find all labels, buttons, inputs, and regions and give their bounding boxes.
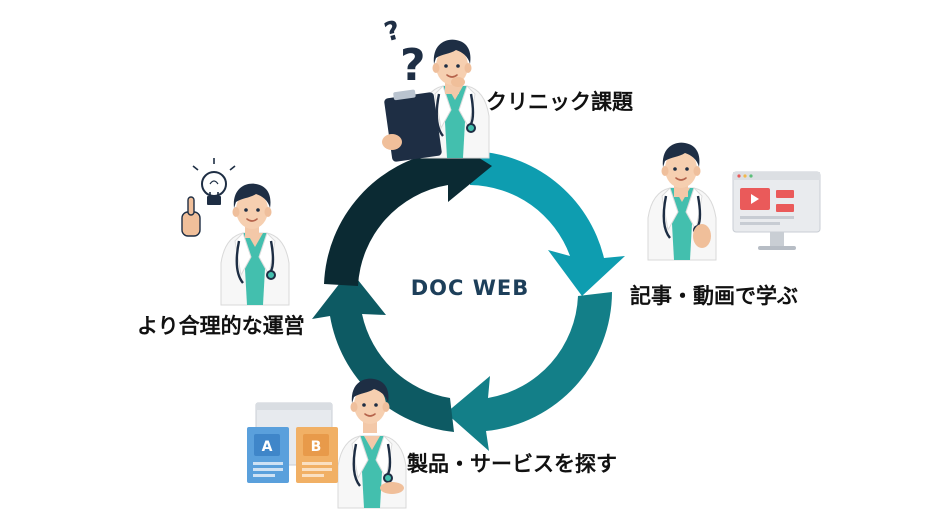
lightbulb-icon bbox=[192, 158, 236, 205]
step-label-learn-articles-videos: 記事・動画で学ぶ bbox=[630, 284, 798, 308]
question-marks: ? ? bbox=[381, 15, 425, 91]
question-mark-small: ? bbox=[381, 15, 403, 48]
doctor-idea-illustration bbox=[219, 182, 291, 307]
raised-hand bbox=[181, 196, 201, 237]
play-icon bbox=[751, 194, 759, 204]
cycle-segment-3 bbox=[446, 292, 612, 451]
card-b-label: B bbox=[311, 439, 322, 455]
doctor-comparing-illustration bbox=[336, 377, 408, 510]
clipboard-icon bbox=[384, 89, 442, 162]
card-a: A bbox=[247, 427, 289, 483]
ab-comparison-cards: A B bbox=[247, 402, 338, 483]
cycle-segment-2 bbox=[470, 151, 625, 296]
step-label-clinic-issues: クリニック課題 bbox=[486, 90, 633, 114]
card-b: B bbox=[296, 427, 338, 483]
card-a-label: A bbox=[262, 439, 273, 455]
question-mark-large: ? bbox=[400, 40, 426, 91]
cycle-segment-1 bbox=[324, 134, 492, 286]
step-label-efficient-operation: より合理的な運営 bbox=[137, 314, 305, 338]
step-label-find-products-services: 製品・サービスを探す bbox=[407, 452, 617, 476]
cycle-segment-4 bbox=[312, 270, 454, 432]
monitor-icon bbox=[732, 171, 821, 250]
doctor-learning-illustration bbox=[646, 141, 718, 262]
cycle-ring bbox=[312, 134, 625, 451]
doctor-thinking-illustration bbox=[382, 38, 491, 162]
center-title: DOC WEB bbox=[410, 276, 530, 300]
